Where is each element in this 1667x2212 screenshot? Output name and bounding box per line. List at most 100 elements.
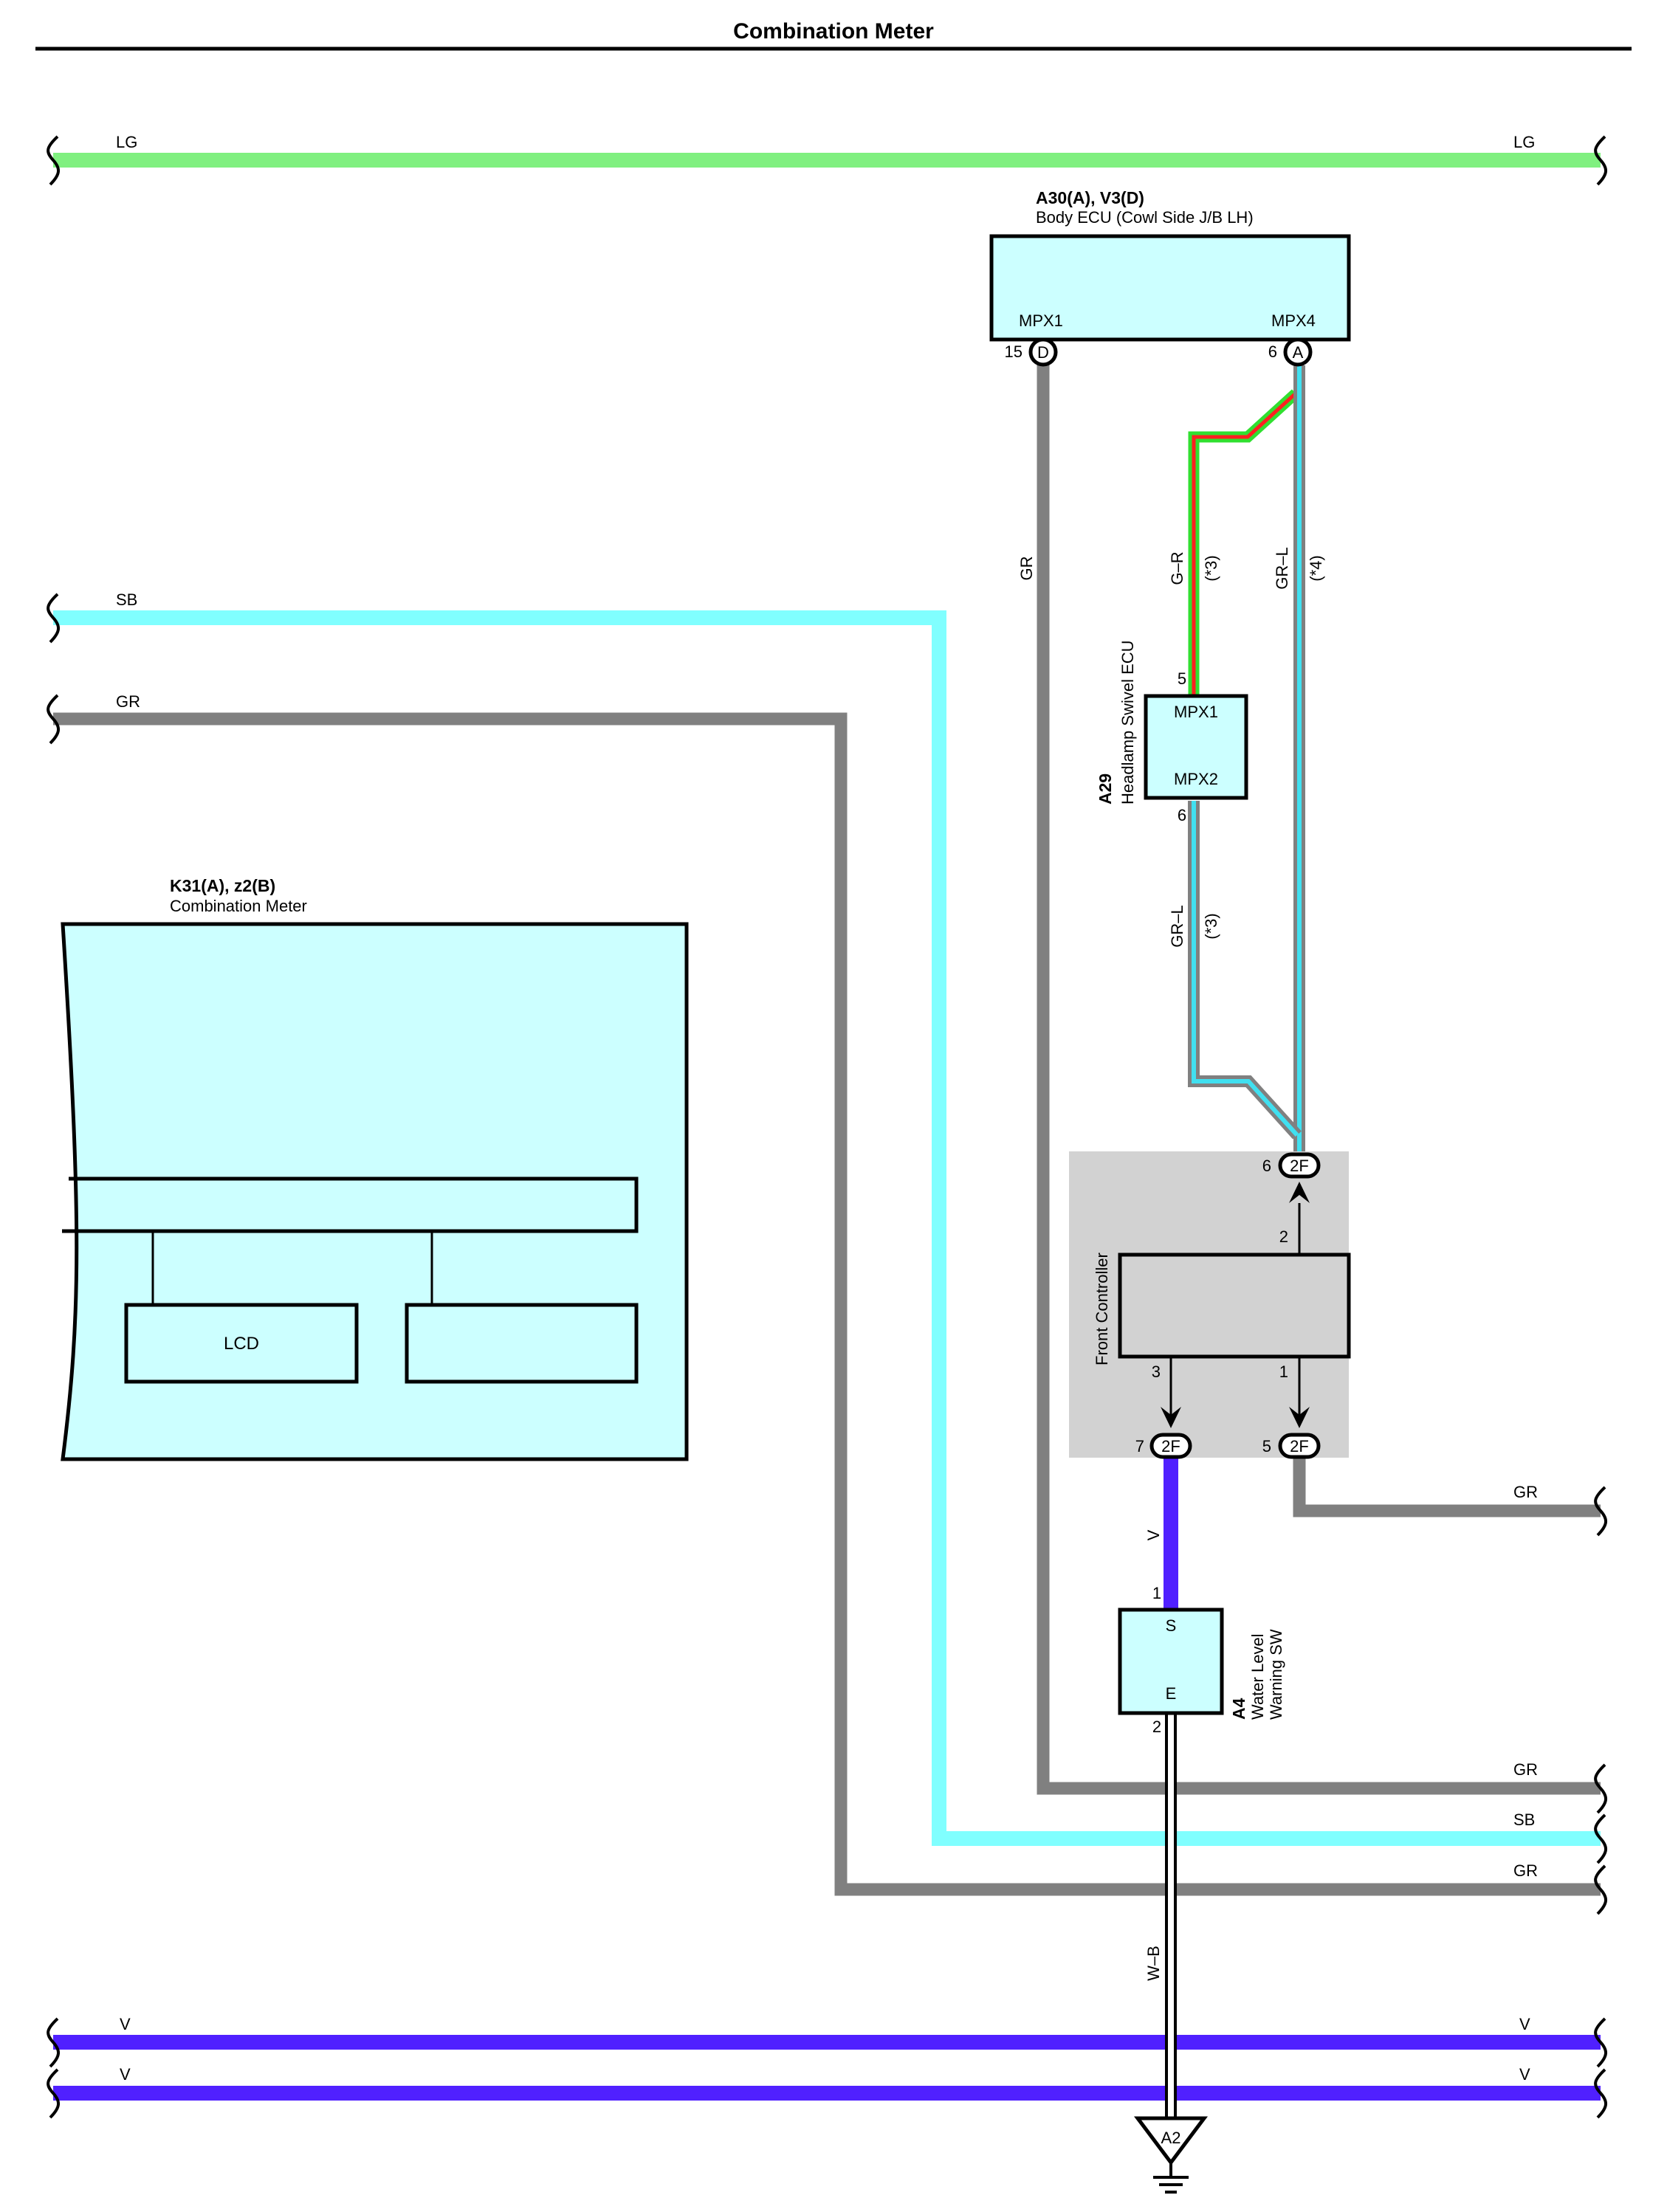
break-v-bus-1-right [1594, 2017, 1607, 2068]
headlamp-ecu-pin-5: 5 [1178, 669, 1186, 688]
fc-arrow-bl [1161, 1407, 1181, 1428]
wire-label-w-b: W–B [1144, 1946, 1163, 1981]
wire-gr-l-3-inner [1192, 801, 1299, 1137]
break-gr-left [47, 694, 60, 745]
wire-break-markers [47, 135, 1607, 2119]
break-v-bus-2-left [47, 2068, 60, 2119]
wire-label-gr-bottom-1: GR [1513, 1760, 1538, 1779]
combination-meter-ref: K31(A), z2(B) [170, 876, 275, 895]
body-ecu-conn-d-label: D [1037, 343, 1049, 362]
break-lg-right [1594, 135, 1607, 186]
front-controller-box [1118, 1253, 1351, 1359]
break-gr-bottom-1 [1594, 1763, 1607, 1814]
wire-note-gr-l-3: (*3) [1202, 913, 1220, 939]
ground-triangle [1134, 2116, 1208, 2166]
page-title: Combination Meter [733, 19, 934, 44]
ground-label: A2 [1161, 2129, 1181, 2147]
body-ecu-conn-a [1283, 337, 1313, 367]
fc-conn-br-num: 5 [1262, 1437, 1271, 1455]
wire-note-gr-l-4: (*4) [1307, 555, 1325, 581]
wire-label-gr-l-4: GR–L [1273, 547, 1291, 589]
wire-label-gr-ecu: GR [1017, 557, 1036, 581]
fc-conn-bl-label: 2F [1161, 1437, 1180, 1455]
headlamp-ecu-pin-mpx2: MPX2 [1174, 770, 1218, 788]
break-v-bus-1-left [47, 2017, 60, 2068]
break-sb-left [47, 593, 60, 644]
wire-label-v-vertical: V [1144, 1529, 1163, 1540]
wire-label-v-bus-1-left: V [120, 2015, 131, 2033]
fc-conn-br-label: 2F [1290, 1437, 1309, 1455]
fc-conn-bl [1149, 1433, 1192, 1459]
combination-meter-bus [62, 1176, 639, 1233]
water-sw-box [1118, 1608, 1224, 1715]
body-ecu-conn-a-label: A [1293, 343, 1304, 362]
fc-arrow-br [1289, 1407, 1310, 1428]
wire-label-lg-left: LG [116, 133, 137, 151]
wire-label-gr-right-mid: GR [1513, 1483, 1538, 1501]
body-ecu: A30(A), V3(D) Body ECU (Cowl Side J/B LH… [989, 188, 1351, 367]
fc-conn-br [1278, 1433, 1321, 1459]
wire-label-lg-right: LG [1513, 133, 1535, 151]
wire-label-g-r: G–R [1168, 551, 1186, 585]
break-lg-left [47, 135, 60, 186]
headlamp-ecu-name: Headlamp Swivel ECU [1118, 640, 1137, 804]
headlamp-ecu-ref: A29 [1096, 773, 1115, 804]
wire-label-v-bus-2-right: V [1519, 2065, 1530, 2084]
body-ecu-name: Body ECU (Cowl Side J/B LH) [1036, 208, 1254, 227]
front-controller: Front Controller 2 3 1 6 2F 7 2F 5 2F [1069, 1151, 1351, 1459]
break-v-bus-2-right [1594, 2068, 1607, 2119]
body-ecu-pin-mpx1-label: MPX1 [1019, 311, 1063, 330]
break-gr-bottom-2 [1594, 1864, 1607, 1915]
combination-meter-name: Combination Meter [170, 897, 307, 915]
wire-label-v-bus-2-left: V [120, 2065, 131, 2084]
wire-gr-outer [53, 712, 1601, 1896]
wire-label-gr-bottom-2: GR [1513, 1861, 1538, 1880]
water-sw-pin-s: S [1166, 1616, 1177, 1635]
ground-a2: A2 [1134, 2116, 1208, 2194]
water-sw-name-line2: Warning SW [1267, 1629, 1285, 1720]
body-ecu-pin-15-num: 15 [1005, 342, 1022, 361]
body-ecu-pin-mpx4-label: MPX4 [1271, 311, 1316, 330]
break-sb-bottom [1594, 1813, 1607, 1864]
fc-pin-1: 1 [1279, 1362, 1288, 1381]
water-level-warning-sw: S E 1 2 A4 Water Level Warning SW [1118, 1584, 1285, 1736]
fc-pin-3: 3 [1152, 1362, 1161, 1381]
fc-conn-top-label: 2F [1290, 1157, 1309, 1175]
front-controller-name: Front Controller [1093, 1253, 1111, 1365]
wire-label-sb-left: SB [116, 590, 137, 609]
fc-conn-top-num: 6 [1262, 1157, 1271, 1175]
headlamp-ecu-pin-mpx1: MPX1 [1174, 703, 1218, 721]
water-sw-pin-1: 1 [1152, 1584, 1161, 1602]
fc-conn-bl-num: 7 [1135, 1437, 1144, 1455]
wire-gr-ecu [1037, 353, 1601, 1795]
wire-g-r-inner [1192, 392, 1297, 696]
body-ecu-box [989, 234, 1351, 342]
wire-gr-right-mid [1293, 1458, 1601, 1517]
fc-arrow-top [1289, 1182, 1310, 1203]
lcd-box [124, 1303, 359, 1384]
wire-label-gr-left: GR [116, 692, 140, 711]
water-sw-pin-e: E [1166, 1684, 1177, 1703]
headlamp-ecu-pin-6: 6 [1178, 806, 1186, 824]
body-ecu-pin-6-num: 6 [1268, 342, 1277, 361]
headlamp-swivel-ecu: MPX1 MPX2 5 6 A29 Headlamp Swivel ECU [1096, 640, 1248, 824]
body-ecu-ref: A30(A), V3(D) [1036, 188, 1144, 207]
meter-unit-box [405, 1303, 639, 1384]
water-sw-ref: A4 [1229, 1698, 1248, 1720]
combination-meter: K31(A), z2(B) Combination Meter LCD [61, 876, 689, 1461]
wire-label-gr-l-3: GR–L [1168, 905, 1186, 947]
wire-note-g-r: (*3) [1202, 555, 1220, 581]
water-sw-pin-2: 2 [1152, 1717, 1161, 1736]
lcd-label: LCD [224, 1334, 259, 1354]
wire-label-v-bus-1-right: V [1519, 2015, 1530, 2033]
body-ecu-conn-d [1028, 337, 1058, 367]
wire-sb [53, 610, 1601, 1846]
wire-label-sb-bottom: SB [1513, 1810, 1535, 1829]
wire-gr-l-3-outer [1188, 801, 1302, 1140]
fc-pin-2: 2 [1279, 1227, 1288, 1246]
fc-conn-top [1278, 1152, 1321, 1179]
water-sw-name-line1: Water Level [1248, 1633, 1267, 1720]
break-gr-right-mid [1594, 1486, 1607, 1537]
headlamp-ecu-box [1144, 694, 1248, 800]
